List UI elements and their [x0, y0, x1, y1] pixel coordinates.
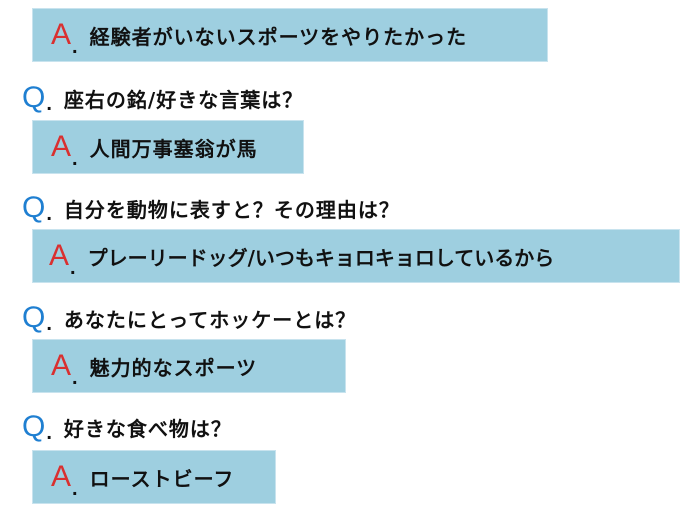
- answer-letter: A: [51, 18, 72, 51]
- answer-letter: A: [51, 349, 72, 382]
- answer-dot: .: [70, 257, 76, 279]
- question-text: あなたにとってホッケーとは？: [63, 307, 357, 332]
- answer-box-1: A . 経験者がいないスポーツをやりたかった: [32, 8, 548, 62]
- question-row-4: Q . あなたにとってホッケーとは？: [22, 298, 356, 338]
- question-row-3: Q . 自分を動物に表すと？その理由は？: [22, 188, 400, 228]
- answer-text: 経験者がいないスポーツをやりたかった: [89, 24, 468, 49]
- answer-letter: A: [51, 130, 72, 163]
- answer-dot: .: [72, 36, 78, 58]
- question-letter: Q: [22, 410, 46, 443]
- question-row-5: Q . 好きな食べ物は？: [22, 407, 232, 447]
- question-text: 自分を動物に表すと？その理由は？: [63, 197, 400, 222]
- question-dot: .: [46, 203, 52, 225]
- answer-text: 魅力的なスポーツ: [89, 355, 258, 380]
- answer-dot: .: [72, 148, 78, 170]
- answer-letter: A: [51, 460, 72, 493]
- question-letter: Q: [22, 301, 46, 334]
- answer-dot: .: [72, 367, 78, 389]
- answer-box-2: A . 人間万事塞翁が馬: [32, 120, 304, 174]
- answer-text: ローストビーフ: [89, 466, 235, 491]
- answer-dot: .: [72, 478, 78, 500]
- answer-box-4: A . 魅力的なスポーツ: [32, 339, 346, 393]
- question-dot: .: [46, 422, 52, 444]
- answer-text: 人間万事塞翁が馬: [89, 136, 258, 161]
- answer-text: プレーリードッグ/いつもキョロキョロしているから: [87, 245, 555, 270]
- question-letter: Q: [22, 81, 46, 114]
- question-row-2: Q . 座右の銘/好きな言葉は？: [22, 78, 303, 118]
- question-text: 好きな食べ物は？: [63, 416, 232, 441]
- question-letter: Q: [22, 191, 46, 224]
- question-dot: .: [46, 313, 52, 335]
- question-dot: .: [46, 93, 52, 115]
- question-text: 座右の銘/好きな言葉は？: [63, 87, 304, 112]
- answer-box-3: A . プレーリードッグ/いつもキョロキョロしているから: [32, 229, 680, 283]
- answer-letter: A: [49, 239, 70, 272]
- answer-box-5: A . ローストビーフ: [32, 450, 276, 504]
